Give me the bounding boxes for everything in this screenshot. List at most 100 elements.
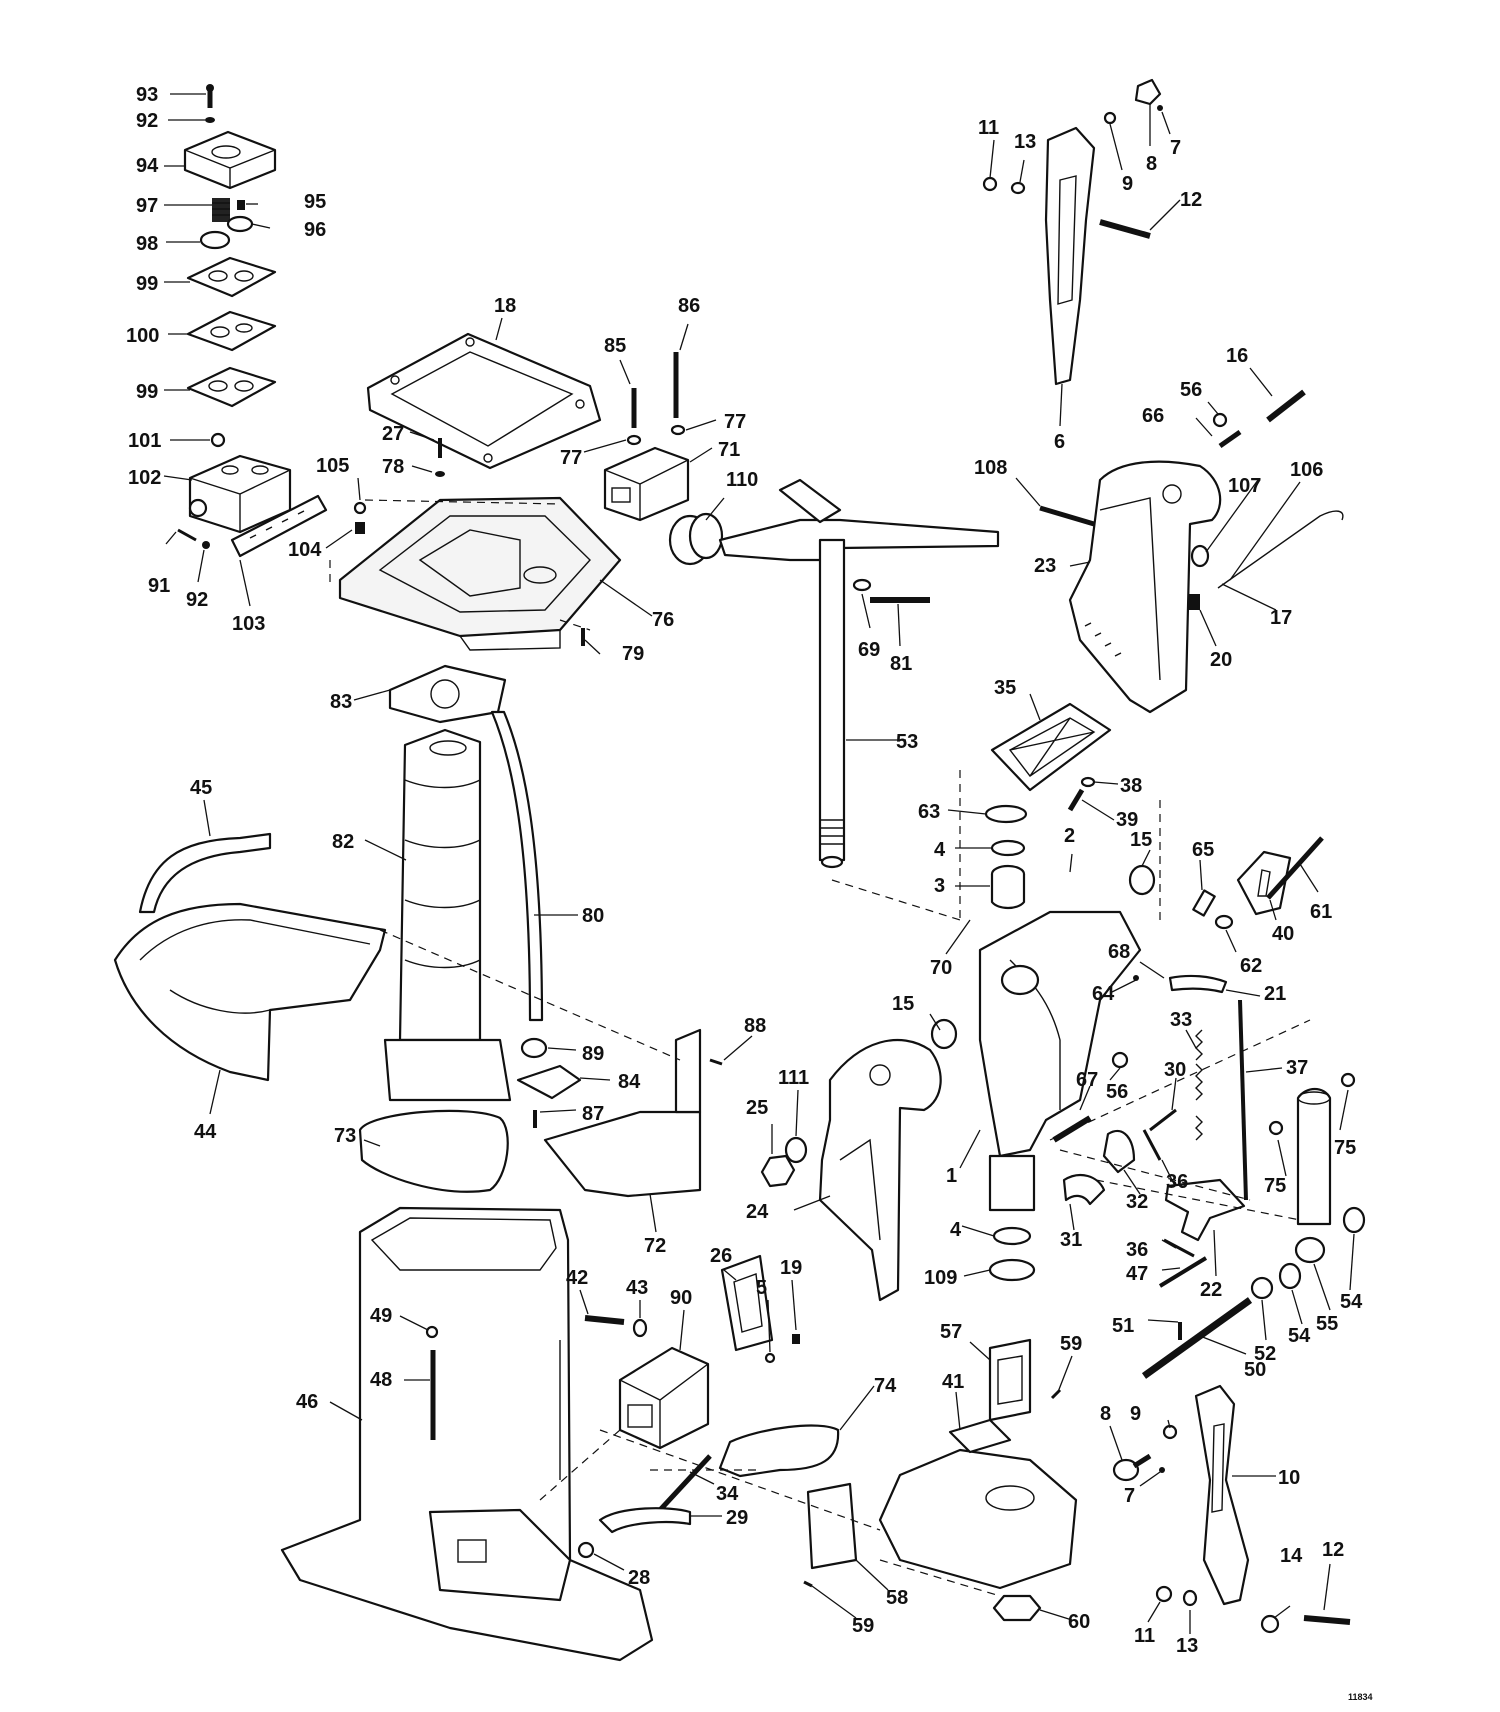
callout-98: 98 xyxy=(136,233,158,255)
leader-lines xyxy=(163,93,1355,1634)
part-latch-32 xyxy=(1102,1129,1136,1174)
callout-84: 84 xyxy=(618,1071,641,1093)
callout-69: 69 xyxy=(858,639,880,661)
callout-34: 34 xyxy=(716,1483,739,1505)
callout-7: 7 xyxy=(1170,137,1181,159)
part-screw-88 xyxy=(709,1058,723,1066)
callout-38: 38 xyxy=(1120,775,1142,797)
part-driveshaft-housing-46 xyxy=(280,1206,654,1662)
callout-labels: 93 92 94 97 95 96 98 99 100 99 101 102 9… xyxy=(126,84,1373,1702)
callout-16: 16 xyxy=(1226,345,1248,367)
part-nut-75-a xyxy=(1340,1072,1356,1088)
part-nut-11-upper xyxy=(982,176,998,192)
part-plate-84 xyxy=(516,1064,582,1100)
part-pin-36-lower xyxy=(1163,1238,1195,1258)
part-tube-50 xyxy=(1141,1297,1253,1379)
part-rod-106-17 xyxy=(1217,510,1344,589)
part-washer-52 xyxy=(1250,1276,1274,1300)
part-lower-cowl-44 xyxy=(113,902,387,1082)
callout-13: 13 xyxy=(1014,131,1036,153)
part-nut-11-lower xyxy=(1155,1585,1173,1603)
callout-19: 19 xyxy=(780,1257,802,1279)
part-washer-15-right xyxy=(1128,864,1156,896)
part-tilt-lever-10 xyxy=(1194,1384,1250,1606)
part-bushing-110 xyxy=(668,512,724,566)
part-nut-60 xyxy=(992,1594,1042,1622)
callout-57: 57 xyxy=(940,1321,962,1343)
part-nut-75-b xyxy=(1268,1120,1284,1136)
part-knob-8-lower xyxy=(1112,1453,1152,1482)
callout-43: 43 xyxy=(626,1277,648,1299)
part-screw-42 xyxy=(584,1315,625,1325)
part-washer-49 xyxy=(425,1325,439,1339)
part-washer-77b xyxy=(670,424,686,436)
part-screw-39 xyxy=(1067,788,1085,812)
part-washer-43 xyxy=(632,1318,648,1338)
part-tilt-cylinder-75 xyxy=(1296,1087,1332,1226)
part-screw-93 xyxy=(206,84,214,108)
parts-drawing xyxy=(113,78,1366,1662)
part-steering-arm-53 xyxy=(718,478,1000,869)
part-washer-9-upper xyxy=(1103,111,1117,125)
part-stern-bracket-23 xyxy=(1068,460,1222,714)
callout-59: 59 xyxy=(852,1615,874,1637)
assembly-lines xyxy=(329,499,1311,1597)
callout-64: 64 xyxy=(1092,983,1115,1005)
callout-89: 89 xyxy=(582,1043,604,1065)
callout-39: 39 xyxy=(1116,809,1138,831)
part-bushing-55 xyxy=(1294,1236,1326,1264)
callout-32: 32 xyxy=(1126,1191,1148,1213)
callout-41: 41 xyxy=(942,1371,964,1393)
part-pin-66 xyxy=(1218,429,1242,449)
part-link-68-21 xyxy=(1168,974,1228,994)
callout-103: 103 xyxy=(232,613,265,635)
callout-49: 49 xyxy=(370,1305,392,1327)
part-swivel-bracket-1 xyxy=(978,910,1142,1212)
callout-46: 46 xyxy=(296,1391,318,1413)
part-pin-64 xyxy=(1133,975,1139,981)
callout-33: 33 xyxy=(1170,1009,1192,1031)
callout-30: 30 xyxy=(1164,1059,1186,1081)
part-cover-72 xyxy=(543,1028,702,1198)
part-grommet-89 xyxy=(520,1037,548,1059)
part-washer-69 xyxy=(852,578,872,592)
part-washer-92-lower xyxy=(202,541,210,549)
callout-106: 106 xyxy=(1290,459,1323,481)
part-strip-103 xyxy=(230,494,328,558)
callout-80: 80 xyxy=(582,905,604,927)
callout-62: 62 xyxy=(1240,955,1262,977)
part-gasket-83 xyxy=(388,664,507,724)
part-spacer-104 xyxy=(355,522,365,534)
callout-21: 21 xyxy=(1264,983,1286,1005)
part-screw-108 xyxy=(1039,505,1095,527)
part-adapter-76 xyxy=(338,496,622,651)
callout-105: 105 xyxy=(316,455,349,477)
callout-81: 81 xyxy=(890,653,912,675)
callout-78: 78 xyxy=(382,456,404,478)
callout-56: 56 xyxy=(1106,1081,1128,1103)
callout-4: 4 xyxy=(934,839,946,861)
callout-54: 54 xyxy=(1340,1291,1363,1313)
callout-53: 53 xyxy=(896,731,918,753)
part-pin-67 xyxy=(1052,1115,1092,1143)
callout-75: 75 xyxy=(1264,1175,1286,1197)
callout-85: 85 xyxy=(604,335,626,357)
part-clip-29 xyxy=(598,1507,692,1534)
callout-13: 13 xyxy=(1176,1635,1198,1657)
callout-88: 88 xyxy=(744,1015,766,1037)
callout-87: 87 xyxy=(582,1103,604,1125)
callout-70: 70 xyxy=(930,957,952,979)
callout-12: 12 xyxy=(1180,189,1202,211)
callout-99: 99 xyxy=(136,273,158,295)
callout-107: 107 xyxy=(1228,475,1261,497)
callout-26: 26 xyxy=(710,1245,732,1267)
part-solenoid-90 xyxy=(618,1346,710,1450)
callout-24: 24 xyxy=(746,1201,769,1223)
callout-63: 63 xyxy=(918,801,940,823)
callout-48: 48 xyxy=(370,1369,392,1391)
part-screw-59-lower xyxy=(803,1580,813,1588)
part-washer-14 xyxy=(1260,1614,1280,1634)
callout-74: 74 xyxy=(874,1375,897,1397)
callout-86: 86 xyxy=(678,295,700,317)
